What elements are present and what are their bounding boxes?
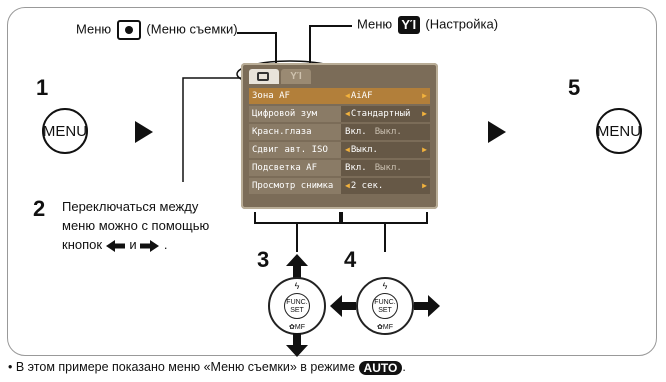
menu-row-value: ◀Стандартный ▶ [341, 106, 430, 122]
func-set-button[interactable]: FUNC.SET [372, 293, 398, 319]
control-dial-updown[interactable]: ϟ FUNC.SET ✿MF [268, 277, 326, 335]
step-2-line: кнопок и . [62, 235, 209, 254]
menu-button-right[interactable]: MENU [596, 108, 642, 154]
left-arrow-icon [105, 239, 125, 252]
value-option-off: Выкл. [374, 127, 402, 137]
camera-icon [116, 20, 141, 40]
left-arrow-icon: ◀ [345, 181, 350, 190]
step-2-line: Переключаться между [62, 199, 199, 214]
tools-icon: ΥΊ [397, 16, 420, 34]
left-arrow-icon [330, 295, 356, 317]
right-arrow-icon: ▶ [422, 145, 427, 154]
flash-icon: ϟ [294, 281, 300, 291]
menu-row-af-assist[interactable]: Подсветка AF Вкл. Выкл. [249, 160, 430, 176]
menu-button-left[interactable]: MENU [42, 108, 88, 154]
setup-menu-callout: Меню ΥΊ (Настройка) [357, 16, 498, 34]
value-text: AiAF [350, 91, 373, 101]
shooting-menu-callout: Меню (Меню съемки) [76, 20, 238, 40]
menu-list: Зона AF ◀AiAF▶ Цифровой зум ◀Стандартный… [249, 88, 430, 196]
menu-row-digital-zoom[interactable]: Цифровой зум ◀Стандартный ▶ [249, 106, 430, 122]
func-set-button[interactable]: FUNC.SET [284, 293, 310, 319]
menu-row-review[interactable]: Просмотр снимка ◀2 сек. ▶ [249, 178, 430, 194]
step-2-number: 2 [33, 196, 46, 221]
value-text: Стандартный [350, 109, 411, 119]
menu-row-value: ◀2 сек. ▶ [341, 178, 430, 194]
step-2-text: кнопок [62, 237, 103, 252]
footnote: • В этом примере показано меню «Меню съе… [8, 360, 406, 375]
value-option-on: Вкл. [345, 127, 367, 137]
menu-row-af-frame[interactable]: Зона AF ◀AiAF ▶ [249, 88, 430, 104]
left-arrow-icon: ◀ [345, 109, 350, 118]
auto-mode-badge: AUTO [358, 360, 403, 375]
right-arrow-icon: ▶ [422, 91, 427, 100]
camera-lcd-screen: ΥΊ Зона AF ◀AiAF▶ Цифровой зум ◀Стандарт… [241, 63, 438, 209]
menu-row-label: Просмотр снимка [249, 178, 341, 194]
menu-row-label: Цифровой зум [249, 106, 341, 122]
menu-row-value: Вкл. Выкл. [341, 124, 430, 140]
right-arrow-icon [414, 295, 440, 317]
menu-row-value: ◀Выкл. ▶ [341, 142, 430, 158]
right-arrow-icon [135, 121, 153, 143]
menu-row-label: Подсветка AF [249, 160, 341, 176]
menu-row-label: Сдвиг авт. ISO [249, 142, 341, 158]
callout-suffix: (Настройка) [425, 16, 499, 32]
menu-row-value: ◀AiAF ▶ [341, 88, 430, 104]
step-1-number: 1 [36, 75, 49, 100]
menu-row-red-eye[interactable]: Красн.глаза Вкл. Выкл. [249, 124, 430, 140]
right-arrow-icon: ▶ [422, 109, 427, 118]
diagram-frame [7, 7, 657, 356]
value-text: 2 сек. [350, 181, 384, 191]
set-label: SET [290, 307, 304, 314]
down-arrow-icon [286, 333, 308, 357]
step-2-text: и [129, 237, 137, 252]
func-label: FUNC. [286, 299, 308, 306]
macro-mf-label: ✿MF [289, 324, 305, 331]
step-3-number: 3 [257, 247, 270, 272]
menu-row-value: Вкл. Выкл. [341, 160, 430, 176]
step-4-number: 4 [344, 247, 357, 272]
value-option-on: Вкл. [345, 163, 367, 173]
value-text: Выкл. [350, 145, 378, 155]
step-2-description: Переключаться между меню можно с помощью… [62, 197, 209, 254]
footnote-end: . [402, 360, 406, 374]
footnote-text: В этом примере показано меню «Меню съемк… [15, 360, 356, 374]
left-arrow-icon: ◀ [345, 145, 350, 154]
value-option-off: Выкл. [374, 163, 402, 173]
callout-prefix: Меню [76, 21, 112, 37]
step-5-number: 5 [568, 75, 581, 100]
right-arrow-icon [140, 239, 160, 252]
tab-shooting-menu[interactable] [249, 69, 279, 84]
right-arrow-icon [488, 121, 506, 143]
flash-icon: ϟ [382, 281, 388, 291]
set-label: SET [378, 307, 392, 314]
control-dial-leftright[interactable]: ϟ FUNC.SET ✿MF [356, 277, 414, 335]
right-arrow-icon: ▶ [422, 181, 427, 190]
menu-row-label: Зона AF [249, 88, 341, 104]
left-arrow-icon: ◀ [345, 91, 350, 100]
step-2-text: . [163, 237, 168, 252]
menu-row-label: Красн.глаза [249, 124, 341, 140]
callout-suffix: (Меню съемки) [146, 21, 238, 37]
callout-prefix: Меню [357, 16, 393, 32]
tab-setup-menu[interactable]: ΥΊ [281, 69, 311, 84]
func-label: FUNC. [374, 299, 396, 306]
up-arrow-icon [286, 254, 308, 278]
bullet: • [8, 360, 13, 374]
macro-mf-label: ✿MF [377, 324, 393, 331]
menu-row-auto-iso-shift[interactable]: Сдвиг авт. ISO ◀Выкл. ▶ [249, 142, 430, 158]
step-2-line: меню можно с помощью [62, 218, 210, 233]
